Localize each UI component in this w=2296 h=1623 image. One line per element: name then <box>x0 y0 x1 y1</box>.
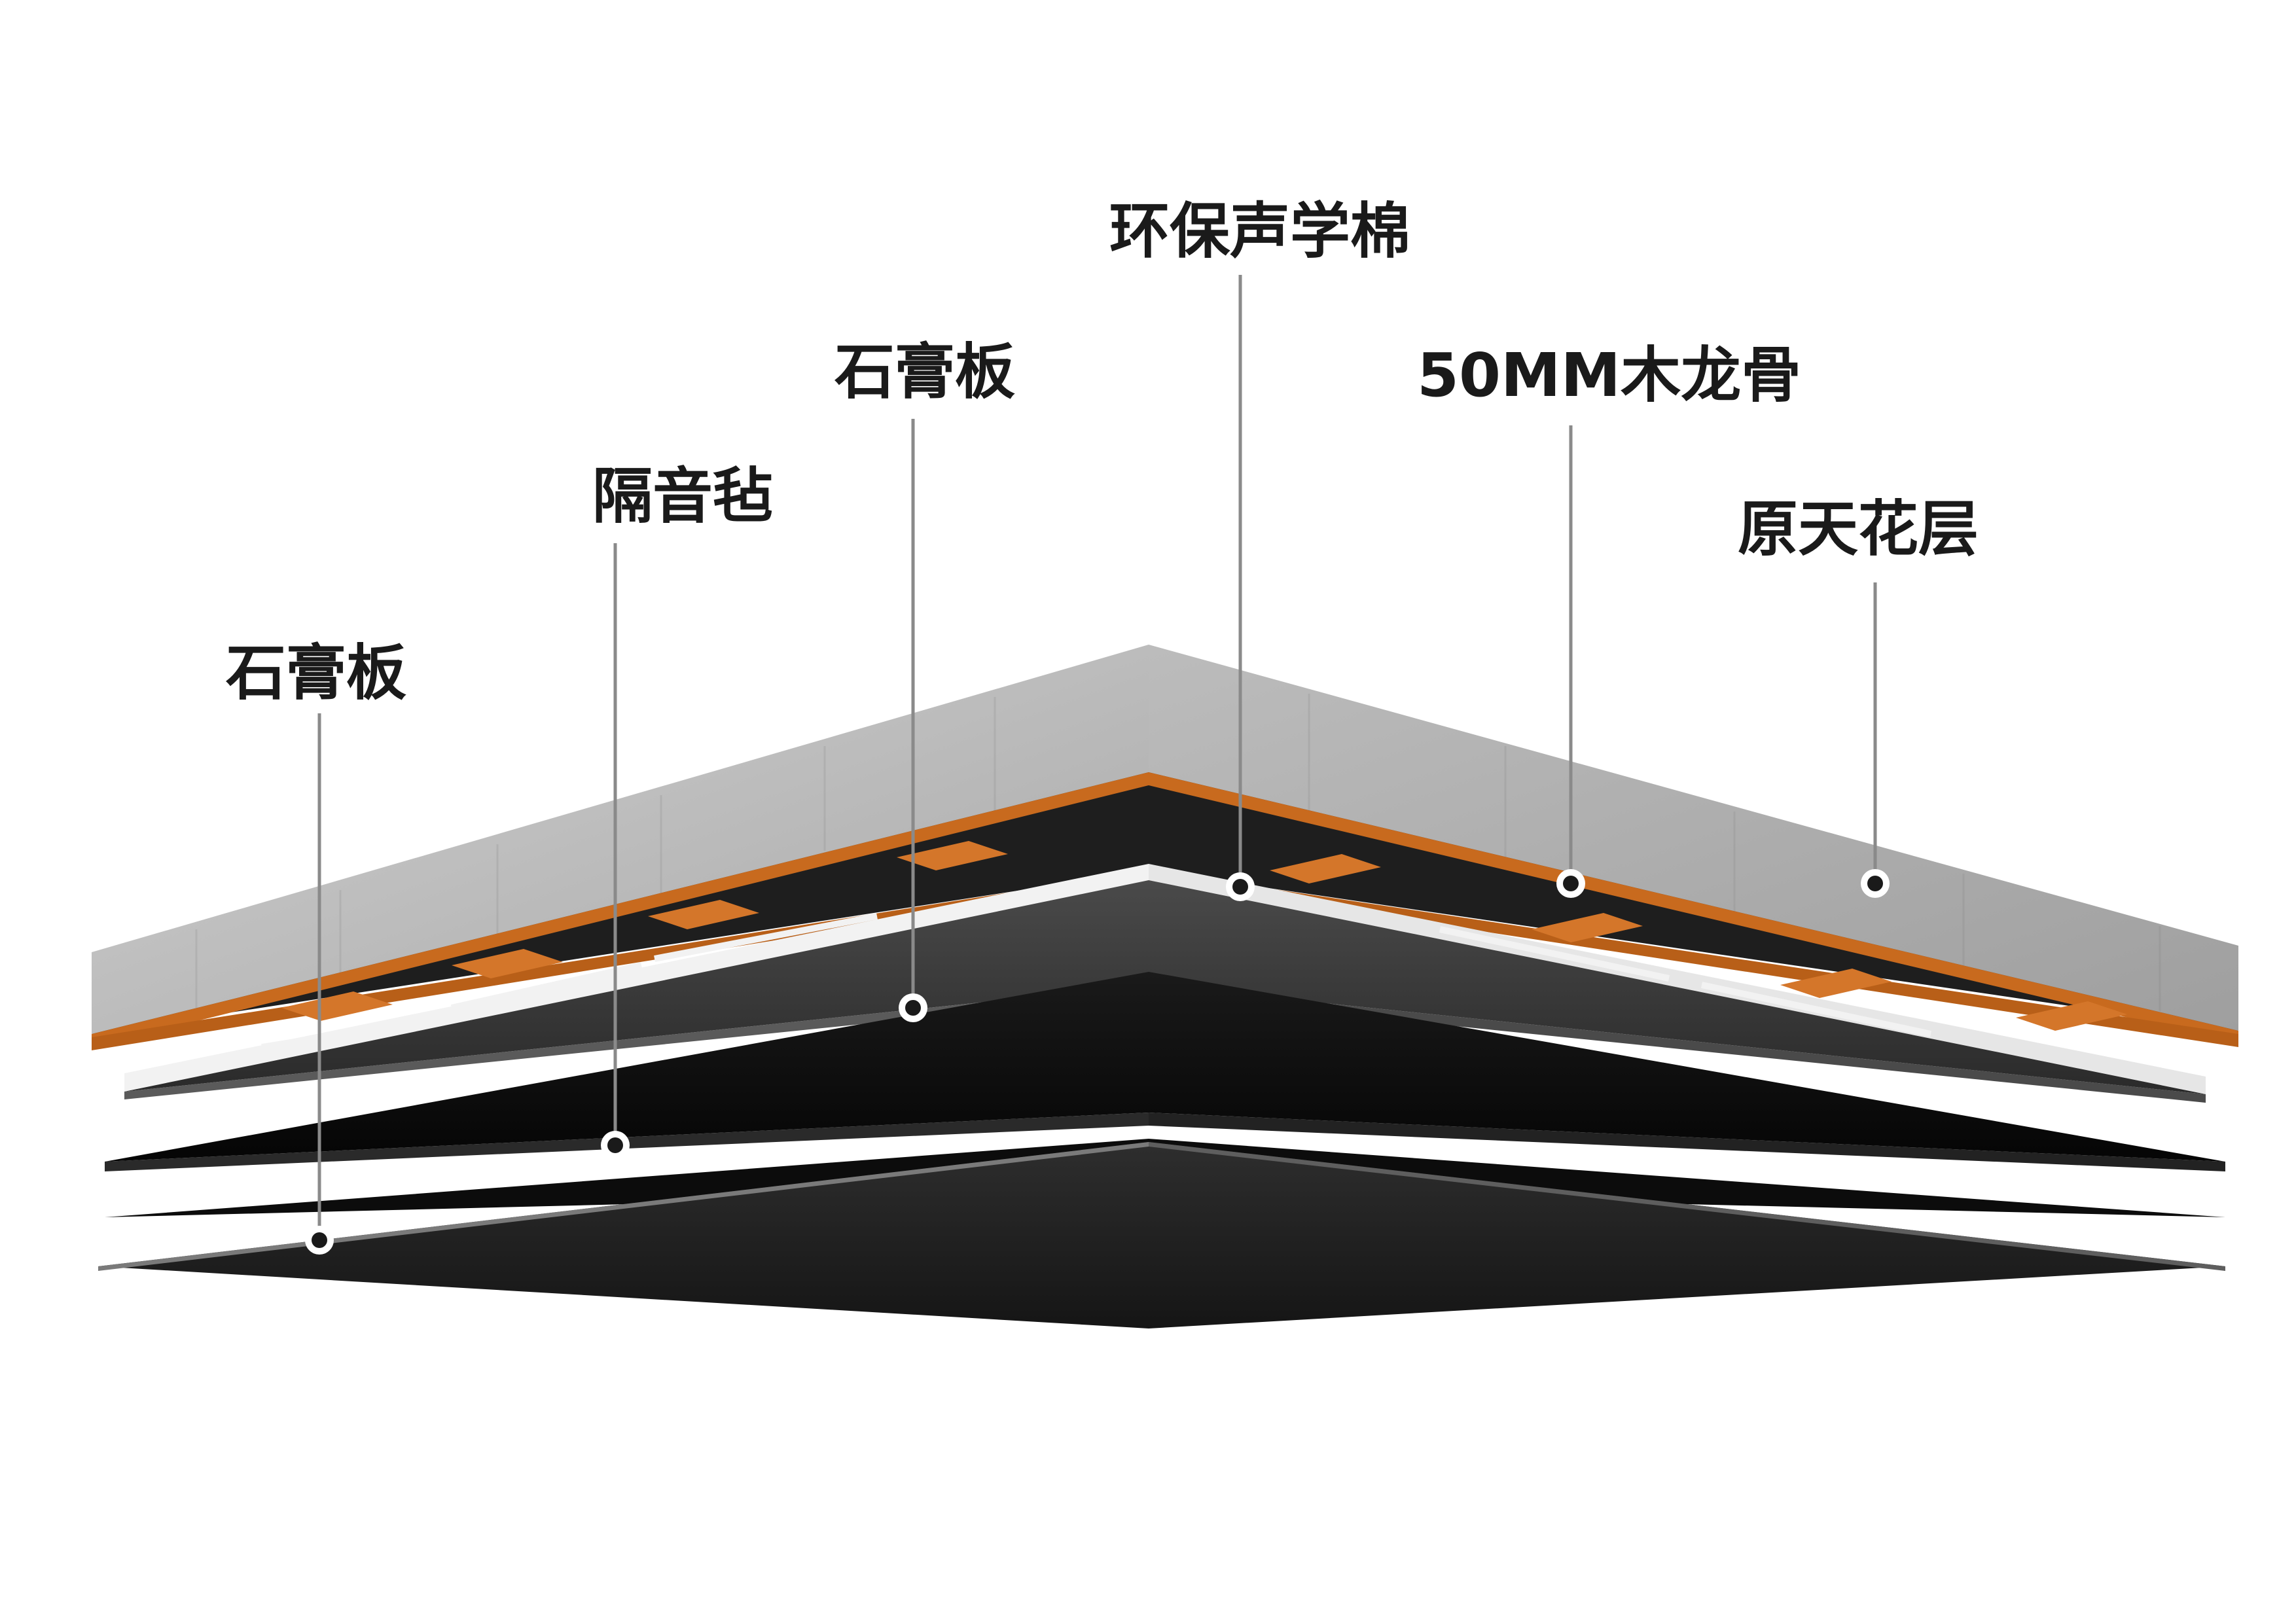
keel-batten <box>1270 854 1381 883</box>
keel-batten <box>648 900 759 929</box>
gypsum-middle-face <box>124 880 2206 1094</box>
felt-bottom-right <box>1149 1113 2225 1171</box>
label-wood-keel: 50MM木龙骨 <box>1417 340 1801 410</box>
dot-original-ceiling <box>1867 876 1883 891</box>
keel-batten <box>452 949 563 978</box>
concrete-right-face <box>1149 645 2238 1031</box>
felt-face <box>105 972 2225 1162</box>
original-ceiling-slab <box>92 645 2238 1034</box>
keel-perimeter-right <box>1149 870 2238 1047</box>
label-soundproof-felt: 隔音毡 <box>592 461 773 531</box>
keel-edge-right <box>1149 772 2238 1044</box>
keel-battens <box>281 841 2127 1031</box>
label-acoustic-cotton: 环保声学棉 <box>1109 196 1410 266</box>
keel-batten <box>897 841 1008 870</box>
dot-acoustic-cotton <box>1232 879 1248 895</box>
callout-gypsum-middle: 石膏板 <box>834 337 1015 1022</box>
label-gypsum-middle: 石膏板 <box>834 337 1015 407</box>
dot-gypsum-bottom <box>312 1232 327 1248</box>
dot-wood-keel <box>1563 876 1579 891</box>
gypsum-bottom-face <box>98 1142 2225 1329</box>
keel-batten <box>281 991 393 1021</box>
gypsum-board-middle <box>124 880 2206 1103</box>
cotton-seams <box>261 913 1932 1050</box>
callout-gypsum-bottom: 石膏板 <box>226 638 406 1255</box>
concrete-left-face <box>92 645 1149 1034</box>
callouts: 石膏板 隔音毡 石膏板 环保声学棉 <box>226 196 1979 1255</box>
gypsum-middle-edge-left <box>124 985 1149 1099</box>
dot-soundproof-felt <box>607 1137 623 1153</box>
gypsum-board-bottom <box>98 1139 2225 1329</box>
callout-wood-keel: 50MM木龙骨 <box>1417 340 1801 898</box>
wood-keel-layer <box>92 772 2238 1050</box>
callout-original-ceiling: 原天花层 <box>1738 494 1979 898</box>
callout-soundproof-felt: 隔音毡 <box>592 461 773 1160</box>
gypsum-middle-edge-right <box>1149 985 2206 1103</box>
label-gypsum-bottom: 石膏板 <box>226 638 406 708</box>
dot-gypsum-middle <box>905 1000 921 1016</box>
acoustic-cotton-layer <box>124 864 2206 1094</box>
gypsum-bottom-edge-highlight <box>98 1142 1149 1271</box>
label-original-ceiling: 原天花层 <box>1738 494 1979 564</box>
keel-batten <box>2016 1001 2127 1031</box>
gypsum-bottom-edge-right <box>1149 1142 2225 1271</box>
keel-batten <box>1532 913 1643 942</box>
callout-acoustic-cotton: 环保声学棉 <box>1109 196 1410 901</box>
keel-edge-left <box>92 772 1149 1047</box>
keel-batten <box>1780 969 1892 998</box>
cotton-left <box>124 864 1149 1092</box>
concrete-texture <box>195 694 2161 1011</box>
cotton-right <box>1149 864 2206 1094</box>
keel-cavity <box>92 772 2238 1034</box>
